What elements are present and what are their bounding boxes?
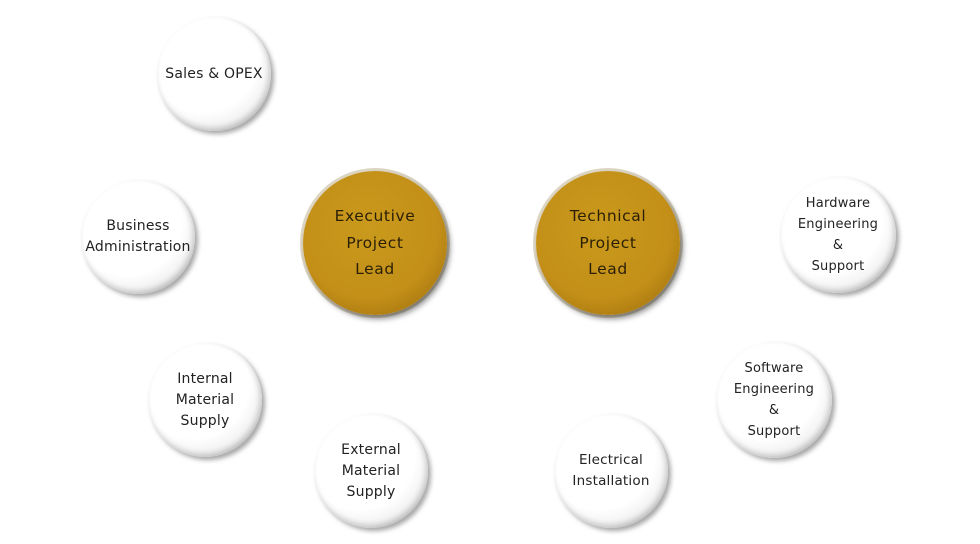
node-label: Business Administration [85,218,191,255]
node-label: Software Engineering & Support [733,360,815,440]
node-software-engineering-support: Software Engineering & Support [716,342,832,458]
node-label: Technical Project Lead [569,207,647,279]
node-business-administration: Business Administration [81,180,195,294]
node-technical-project-lead: Technical Project Lead [536,171,680,315]
node-label: Hardware Engineering & Support [797,195,879,275]
node-label: Sales & OPEX [165,65,263,82]
node-executive-project-lead: Executive Project Lead [303,171,447,315]
node-label: Executive Project Lead [334,207,416,279]
node-sales-opex: Sales & OPEX [157,17,271,131]
node-label: Internal Material Supply [175,370,235,429]
node-internal-material-supply: Internal Material Supply [148,343,262,457]
node-label: External Material Supply [341,441,401,500]
node-label: Electrical Installation [572,452,650,489]
node-external-material-supply: External Material Supply [314,414,428,528]
node-electrical-installation: Electrical Installation [554,414,668,528]
node-hardware-engineering-support: Hardware Engineering & Support [780,177,896,293]
